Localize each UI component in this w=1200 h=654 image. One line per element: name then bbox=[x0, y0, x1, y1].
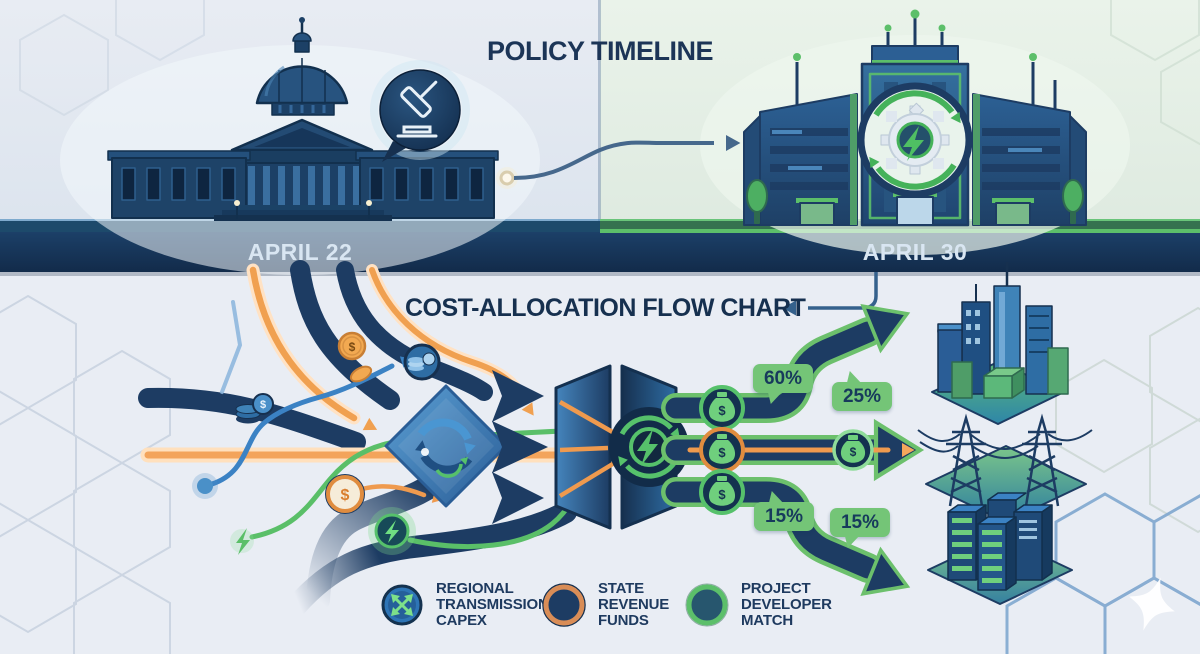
mixer-diamond bbox=[384, 384, 508, 508]
transmission-towers-icon bbox=[917, 413, 1093, 523]
timeline-connector bbox=[496, 135, 741, 189]
legend-label-project-developer-match: PROJECT DEVELOPER MATCH bbox=[741, 580, 832, 629]
panel-divider bbox=[598, 0, 601, 232]
blue-capex-streams bbox=[209, 300, 414, 487]
capitol-right-wing bbox=[355, 150, 499, 219]
developer-circle-icon bbox=[685, 583, 729, 627]
flow-chart-title: COST-ALLOCATION FLOW CHART bbox=[405, 294, 806, 322]
gavel-bubble-icon bbox=[370, 60, 470, 162]
capitol-left-wing bbox=[107, 150, 251, 219]
small-lightning-icon bbox=[230, 528, 254, 555]
gear-lightning-emblem-icon bbox=[857, 82, 973, 198]
dollar-glyph: $ bbox=[260, 399, 266, 411]
revenue-circle-icon bbox=[542, 583, 586, 627]
dollar-glyph: $ bbox=[850, 445, 857, 459]
dollar-glyph: $ bbox=[349, 340, 356, 354]
money-bag-icon: $ bbox=[699, 385, 745, 431]
legend-label-state-revenue-funds: STATE REVENUE FUNDS bbox=[598, 580, 670, 629]
power-lines bbox=[917, 429, 1093, 459]
date-april-30: APRIL 30 bbox=[862, 239, 968, 265]
lightning-badge-icon bbox=[368, 507, 416, 555]
pylon bbox=[1022, 413, 1062, 507]
money-bag-icon: $ bbox=[832, 429, 874, 471]
policy-timeline-title: POLICY TIMELINE bbox=[486, 36, 714, 66]
pct-bubble-25: 25% bbox=[831, 382, 893, 411]
dollar-glyph: $ bbox=[718, 445, 726, 460]
city-skyline-icon bbox=[931, 262, 1069, 425]
date-april-22: APRIL 22 bbox=[247, 239, 353, 265]
lightning-emblem-icon bbox=[609, 407, 689, 487]
dollar-glyph: $ bbox=[718, 403, 726, 418]
server-cabinet bbox=[1013, 504, 1053, 581]
legend-item-regional-transmission-capex: REGIONAL TRANSMISSION CAPEX bbox=[379, 581, 549, 629]
tree-icon bbox=[746, 179, 1084, 224]
gavel-icon bbox=[396, 80, 438, 138]
pct-bubble-15-left: 15% bbox=[753, 502, 815, 531]
coin-badge-icon bbox=[403, 343, 441, 381]
crossed-arrows-icon bbox=[381, 584, 423, 626]
navy-pipe-from-banner bbox=[290, 260, 400, 410]
navy-bottom-pipe bbox=[285, 501, 577, 617]
pct-bubble-60: 60% bbox=[752, 364, 814, 393]
lamppost-icon bbox=[234, 200, 372, 219]
money-bag-icon: $ bbox=[699, 469, 745, 515]
server-racks-icon bbox=[927, 492, 1073, 605]
pct-bubble-15-right: 15% bbox=[829, 508, 891, 537]
corporate-building-icon bbox=[700, 9, 1130, 255]
chevron-arrows bbox=[492, 370, 548, 524]
orange-revenue-streams bbox=[140, 263, 665, 506]
blue-node-dot bbox=[197, 478, 213, 494]
recycle-arrows-icon bbox=[415, 418, 476, 478]
input-badges: $ $ $ bbox=[230, 331, 441, 555]
legend-item-state-revenue-funds: STATE REVENUE FUNDS bbox=[541, 581, 669, 629]
money-bag-icon: $ bbox=[699, 427, 745, 473]
server-cabinet bbox=[977, 516, 1017, 591]
pylon bbox=[946, 413, 986, 507]
legend-item-project-developer-match: PROJECT DEVELOPER MATCH bbox=[684, 581, 832, 629]
legend-label-regional-transmission-capex: REGIONAL TRANSMISSION CAPEX bbox=[436, 580, 549, 629]
orange-coin-icon: $ bbox=[337, 331, 373, 383]
money-bag-badges: $ $ $ $ bbox=[699, 385, 874, 515]
coin-stack-icon: $ bbox=[235, 393, 274, 424]
navy-descending-pipe bbox=[306, 458, 464, 612]
dollar-glyph: $ bbox=[718, 487, 726, 502]
dollar-glyph: $ bbox=[341, 487, 350, 504]
orange-dollar-badge-icon: $ bbox=[325, 474, 365, 514]
sparkle-icon bbox=[1129, 577, 1175, 631]
bottom-right-hexagons bbox=[1005, 492, 1200, 654]
